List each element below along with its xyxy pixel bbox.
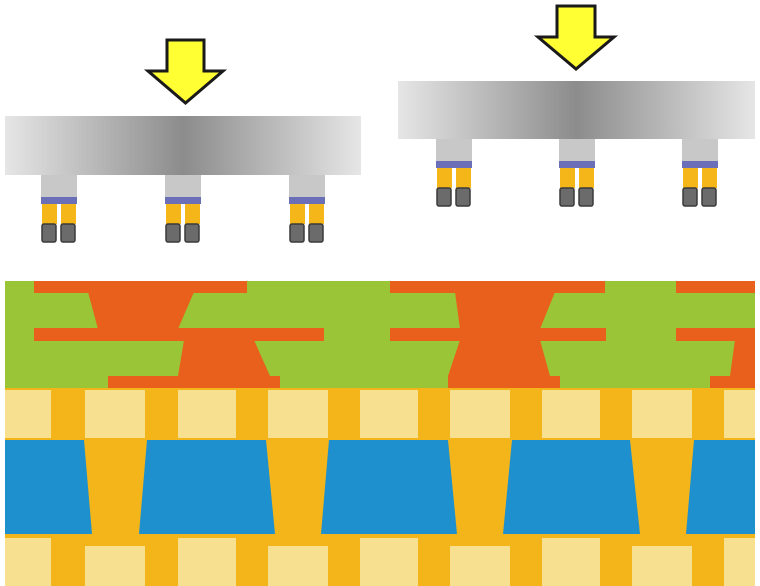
pad-leg xyxy=(61,204,76,224)
cream-pad xyxy=(542,538,600,586)
contact-post xyxy=(289,175,325,243)
orange-connector xyxy=(730,340,755,376)
contact-post xyxy=(436,139,472,207)
cream-pad xyxy=(450,546,510,586)
press-platen xyxy=(398,81,755,139)
cream-pad xyxy=(450,390,510,438)
pad-band xyxy=(682,161,718,168)
press-assembly-right xyxy=(398,4,755,207)
post-body xyxy=(165,175,201,197)
orange-strip xyxy=(34,281,247,293)
contact-tip xyxy=(289,223,305,243)
orange-connector xyxy=(178,340,270,376)
cream-pad xyxy=(360,390,418,438)
contact-post xyxy=(165,175,201,243)
upper-interlocking-layer xyxy=(5,281,755,388)
pad-leg xyxy=(290,204,305,224)
cream-pad xyxy=(178,538,236,586)
contact-tip xyxy=(308,223,324,243)
post-body xyxy=(682,139,718,161)
pad-leg xyxy=(456,168,471,188)
pad-leg xyxy=(185,204,200,224)
cream-pad xyxy=(632,390,692,438)
pad-band xyxy=(41,197,77,204)
cream-pad xyxy=(360,538,418,586)
contact-tip xyxy=(682,187,698,207)
pad-band xyxy=(559,161,595,168)
cream-pad xyxy=(632,546,692,586)
contact-post xyxy=(559,139,595,207)
orange-interlock-shapes xyxy=(34,281,755,388)
post-body xyxy=(436,139,472,161)
contact-tip xyxy=(436,187,452,207)
orange-connector xyxy=(88,292,194,329)
pad-leg xyxy=(42,204,57,224)
contact-tip xyxy=(701,187,717,207)
pad-band xyxy=(165,197,201,204)
pad-leg xyxy=(683,168,698,188)
orange-strip xyxy=(710,376,755,388)
pad-leg xyxy=(579,168,594,188)
blue-trapezoid xyxy=(686,440,755,534)
post-body xyxy=(289,175,325,197)
cream-pad xyxy=(724,538,755,586)
orange-connector xyxy=(455,292,555,329)
orange-strip xyxy=(390,328,606,341)
pad-leg xyxy=(702,168,717,188)
cream-pad xyxy=(268,390,328,438)
contact-tip xyxy=(60,223,76,243)
orange-strip xyxy=(34,328,324,341)
orange-strip xyxy=(448,376,560,388)
cream-pad xyxy=(178,390,236,438)
post-body xyxy=(559,139,595,161)
press-assembly-left xyxy=(5,38,361,243)
cream-pads-bottom xyxy=(5,538,755,586)
blue-trapezoids xyxy=(5,440,755,534)
blue-trapezoid xyxy=(139,440,275,534)
contact-tip xyxy=(184,223,200,243)
cream-pad xyxy=(724,390,755,438)
pad-leg xyxy=(560,168,575,188)
cream-pad xyxy=(85,390,145,438)
orange-strip xyxy=(676,328,755,341)
cream-pad xyxy=(5,390,51,438)
contact-tip xyxy=(578,187,594,207)
blue-trapezoid xyxy=(321,440,457,534)
pad-leg xyxy=(166,204,181,224)
pad-leg xyxy=(309,204,324,224)
contact-post xyxy=(682,139,718,207)
down-arrow-icon xyxy=(533,4,619,71)
orange-strip xyxy=(676,281,755,293)
orange-strip xyxy=(108,376,280,388)
lower-bonded-layer xyxy=(5,388,755,586)
press-platen xyxy=(5,116,361,175)
contact-tip xyxy=(559,187,575,207)
contact-post xyxy=(41,175,77,243)
contact-tip xyxy=(165,223,181,243)
cream-pad xyxy=(5,538,51,586)
contact-tip xyxy=(455,187,471,207)
orange-connector xyxy=(448,340,550,376)
pad-leg xyxy=(437,168,452,188)
pad-band xyxy=(289,197,325,204)
cream-pad xyxy=(542,390,600,438)
post-body xyxy=(41,175,77,197)
cream-pad xyxy=(268,546,328,586)
blue-trapezoid xyxy=(5,440,92,534)
orange-strip xyxy=(390,281,605,293)
cream-pad xyxy=(85,546,145,586)
contact-tip xyxy=(41,223,57,243)
blue-trapezoid xyxy=(503,440,640,534)
down-arrow-icon xyxy=(143,38,228,105)
cream-pads-top xyxy=(5,390,755,438)
pad-band xyxy=(436,161,472,168)
